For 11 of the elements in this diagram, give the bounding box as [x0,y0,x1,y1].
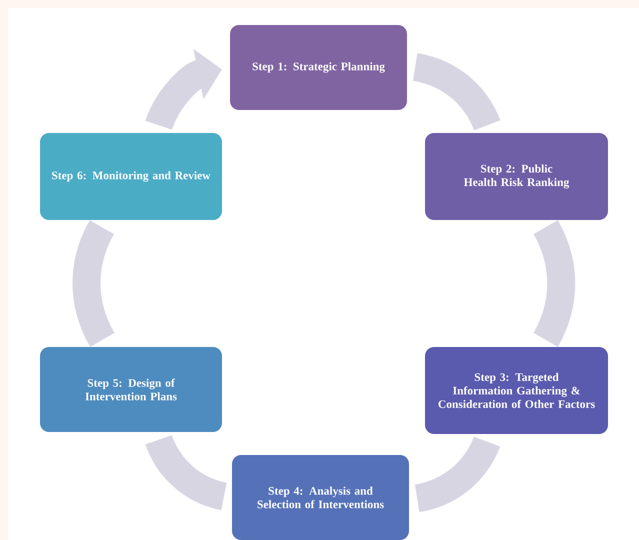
ring-segment [414,436,500,512]
step-box: Step 5: Design of Intervention Plans [40,346,222,432]
step-box: Step 4: Analysis and Selection of Interventions [232,454,409,540]
step-box: Step 1: Strategic Planning [230,25,407,110]
ring-segment [146,434,228,510]
step-box: Step 3: Targeted Information Gathering & Consideration of Other Factors [425,346,608,434]
step-box: Step 6: Monitoring and Review [40,133,222,220]
ring-segment [72,220,115,346]
ring-segment [412,53,500,131]
step-box: Step 2: Public Health Risk Ranking [425,133,608,220]
ring-segment [533,220,576,346]
